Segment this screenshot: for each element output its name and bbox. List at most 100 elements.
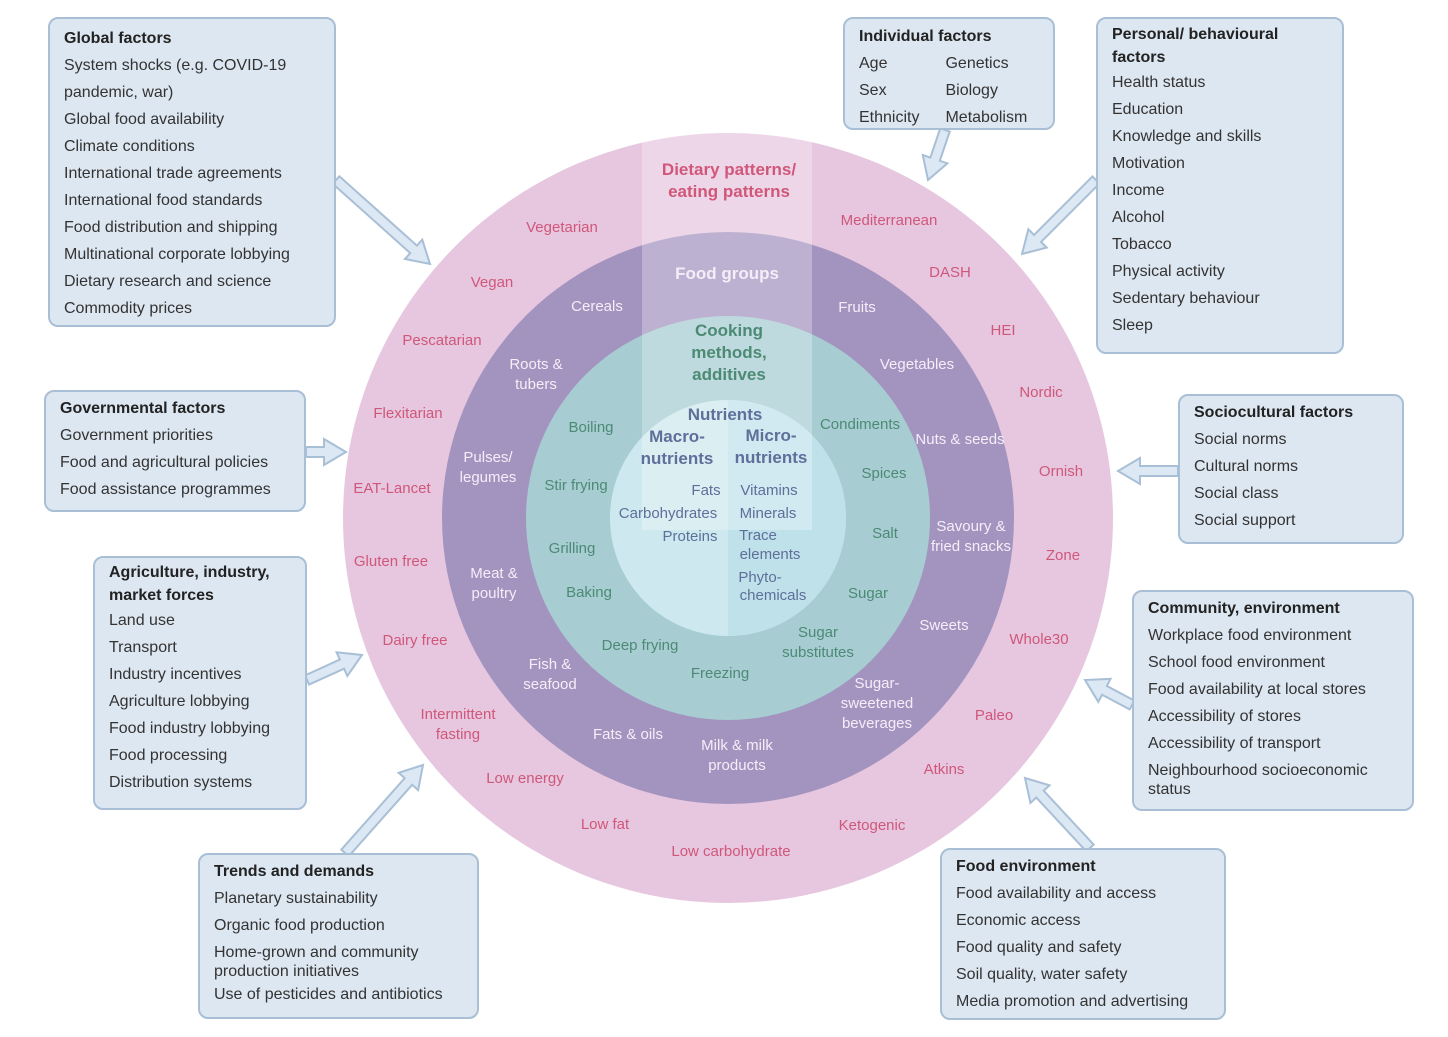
box-list-item: Genetics bbox=[945, 55, 1009, 72]
diet-pattern-label: Flexitarian bbox=[373, 405, 443, 422]
governmental-factors-box: Governmental factors Government prioriti… bbox=[44, 390, 306, 512]
box-list-item: Home-grown and community production init… bbox=[214, 944, 419, 980]
box-title: Individual factors bbox=[859, 28, 992, 45]
diet-pattern-label: Vegan bbox=[470, 274, 514, 291]
box-list-item: Accessibility of stores bbox=[1148, 708, 1301, 725]
box-title: Food environment bbox=[956, 858, 1096, 875]
box-title: Trends and demands bbox=[214, 863, 375, 880]
personal-behavioural-box: Personal/ behavioural factors Health sta… bbox=[1096, 17, 1344, 354]
diet-pattern-label: Whole30 bbox=[1009, 631, 1069, 648]
macronutrient-item: Proteins bbox=[662, 528, 718, 545]
box-list-item: Commodity prices bbox=[64, 300, 193, 317]
box-list-item: Health status bbox=[1112, 74, 1206, 91]
macronutrient-item: Fats bbox=[691, 482, 721, 499]
macronutrient-item: Carbohydrates bbox=[618, 505, 718, 522]
diet-pattern-label: Zone bbox=[1045, 547, 1081, 564]
box-list-item: Social class bbox=[1194, 485, 1279, 502]
diet-pattern-label: DASH bbox=[929, 264, 971, 281]
box-list-item: Social norms bbox=[1194, 431, 1287, 448]
box-list-item: Climate conditions bbox=[64, 138, 195, 155]
trends-demands-box: Trends and demands Planetary sustainabil… bbox=[198, 853, 479, 1019]
cooking-method-label: Spices bbox=[861, 465, 907, 482]
box-list-item: School food environment bbox=[1148, 654, 1325, 671]
micronutrient-item: elements bbox=[739, 546, 801, 563]
box-list-item: Food processing bbox=[109, 747, 228, 764]
micronutrient-item: chemicals bbox=[739, 587, 807, 604]
diet-pattern-label: Low carbohydrate bbox=[671, 843, 791, 860]
box-list-item: Food quality and safety bbox=[956, 939, 1122, 956]
food-group-label: Savoury & fried snacks bbox=[930, 518, 1012, 555]
diet-pattern-label: Vegetarian bbox=[526, 219, 598, 236]
box-list-item: Motivation bbox=[1112, 155, 1185, 172]
micronutrient-item: Minerals bbox=[739, 505, 797, 522]
box-list-item: Industry incentives bbox=[109, 666, 242, 683]
diet-ring-header: Dietary patterns/eating patterns bbox=[661, 160, 797, 201]
box-list-item: Agriculture lobbying bbox=[109, 693, 250, 710]
box-list-item: Accessibility of transport bbox=[1148, 735, 1321, 752]
box-list-item: Sedentary behaviour bbox=[1112, 290, 1260, 307]
sociocultural-factors-arrow bbox=[1116, 456, 1179, 486]
box-list-item: Economic access bbox=[956, 912, 1081, 929]
diet-pattern-label: Ketogenic bbox=[838, 817, 906, 834]
box-list-item: Sex bbox=[859, 82, 887, 99]
box-list-item: Food availability and access bbox=[956, 885, 1157, 902]
global-factors-arrow bbox=[331, 174, 432, 266]
box-list-item: Transport bbox=[109, 639, 177, 656]
highlight-column bbox=[642, 133, 812, 530]
box-title: Personal/ behavioural factors bbox=[1112, 26, 1279, 66]
box-list-item: Education bbox=[1112, 101, 1184, 118]
box-list-item: Sleep bbox=[1112, 317, 1153, 334]
box-list-item: Tobacco bbox=[1112, 236, 1172, 253]
box-list-item: pandemic, war) bbox=[64, 84, 174, 101]
box-list-item: Food assistance programmes bbox=[60, 481, 271, 498]
diet-pattern-label: Pescatarian bbox=[402, 332, 482, 349]
cooking-method-label: Sugar substitutes bbox=[782, 624, 854, 661]
food-group-label: Sugar-sweetened beverages bbox=[840, 675, 914, 732]
box-list-item: International food standards bbox=[64, 192, 263, 209]
food-environment-box: Food environment Food availability and a… bbox=[940, 848, 1226, 1020]
cooking-method-label: Boiling bbox=[568, 419, 614, 436]
agriculture-industry-box: Agriculture, industry, market forces Lan… bbox=[93, 556, 307, 810]
diet-pattern-label: Gluten free bbox=[353, 553, 429, 570]
diet-pattern-label: Nordic bbox=[1019, 384, 1063, 401]
global-factors-box: Global factors System shocks (e.g. COVID… bbox=[48, 17, 336, 327]
diet-pattern-label: Ornish bbox=[1038, 463, 1084, 480]
agriculture-arrow bbox=[303, 651, 364, 686]
cooking-method-label: Freezing bbox=[690, 665, 750, 682]
food-group-label: Fish & seafood bbox=[523, 656, 577, 693]
box-list-item: Use of pesticides and antibiotics bbox=[214, 986, 443, 1003]
box-list-item: Social support bbox=[1194, 512, 1296, 529]
food-group-label: Roots & tubers bbox=[509, 356, 563, 393]
box-list-item: Food and agricultural policies bbox=[60, 454, 269, 471]
diet-pattern-label: Mediterranean bbox=[840, 212, 938, 229]
box-list-item: Physical activity bbox=[1112, 263, 1225, 280]
box-list-item: Alcohol bbox=[1112, 209, 1165, 226]
food-group-label: Sweets bbox=[919, 617, 969, 634]
micronutrient-header: Micro-nutrients bbox=[734, 426, 808, 467]
diet-pattern-label: Low fat bbox=[580, 816, 630, 833]
food-environment-arrow bbox=[1023, 776, 1096, 853]
micronutrient-item: Trace bbox=[739, 527, 777, 544]
arrows bbox=[303, 127, 1179, 858]
box-list-item: Metabolism bbox=[945, 109, 1028, 126]
cooking-method-label: Deep frying bbox=[601, 637, 679, 654]
box-list-item: Age bbox=[859, 55, 888, 72]
food-group-label: Fats & oils bbox=[592, 726, 664, 743]
food-group-label: Cereals bbox=[571, 298, 623, 315]
food-group-label: Fruits bbox=[838, 299, 876, 316]
box-list-item: International trade agreements bbox=[64, 165, 282, 182]
cooking-method-label: Grilling bbox=[548, 540, 596, 557]
cooking-method-label: Sugar bbox=[847, 585, 889, 602]
box-list-item: Food availability at local stores bbox=[1148, 681, 1366, 698]
box-title: Governmental factors bbox=[60, 400, 226, 417]
box-list-item: Soil quality, water safety bbox=[956, 966, 1128, 983]
diet-pattern-label: Intermittent fasting bbox=[420, 706, 496, 743]
box-list-item: Biology bbox=[945, 82, 998, 99]
box-list-item: Global food availability bbox=[64, 111, 225, 128]
box-list-item: Ethnicity bbox=[859, 109, 920, 126]
box-list-item: Food industry lobbying bbox=[109, 720, 270, 737]
cooking-method-label: Condiments bbox=[819, 416, 901, 433]
